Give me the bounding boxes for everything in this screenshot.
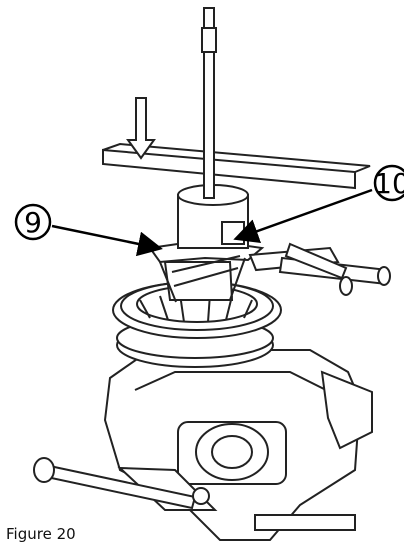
pulley-flange bbox=[112, 281, 282, 339]
vise-base bbox=[103, 349, 373, 541]
callout-10-leader bbox=[233, 188, 373, 244]
callout-9: 9 bbox=[14, 203, 163, 257]
spreader-tool bbox=[248, 242, 391, 296]
callout-9-label: 9 bbox=[24, 206, 42, 239]
figure-caption: Figure 20 bbox=[6, 525, 76, 543]
press-crossbar bbox=[102, 142, 371, 190]
press-rod bbox=[201, 7, 217, 199]
callout-9-leader bbox=[51, 224, 163, 257]
callout-10-label: 10 bbox=[374, 167, 404, 200]
callout-10-circle bbox=[373, 164, 404, 202]
vise-handle bbox=[33, 457, 210, 510]
down-arrow-icon bbox=[126, 97, 156, 160]
compression-cup bbox=[177, 184, 249, 249]
callout-10: 10 bbox=[233, 164, 404, 244]
callout-9-circle bbox=[14, 203, 52, 241]
